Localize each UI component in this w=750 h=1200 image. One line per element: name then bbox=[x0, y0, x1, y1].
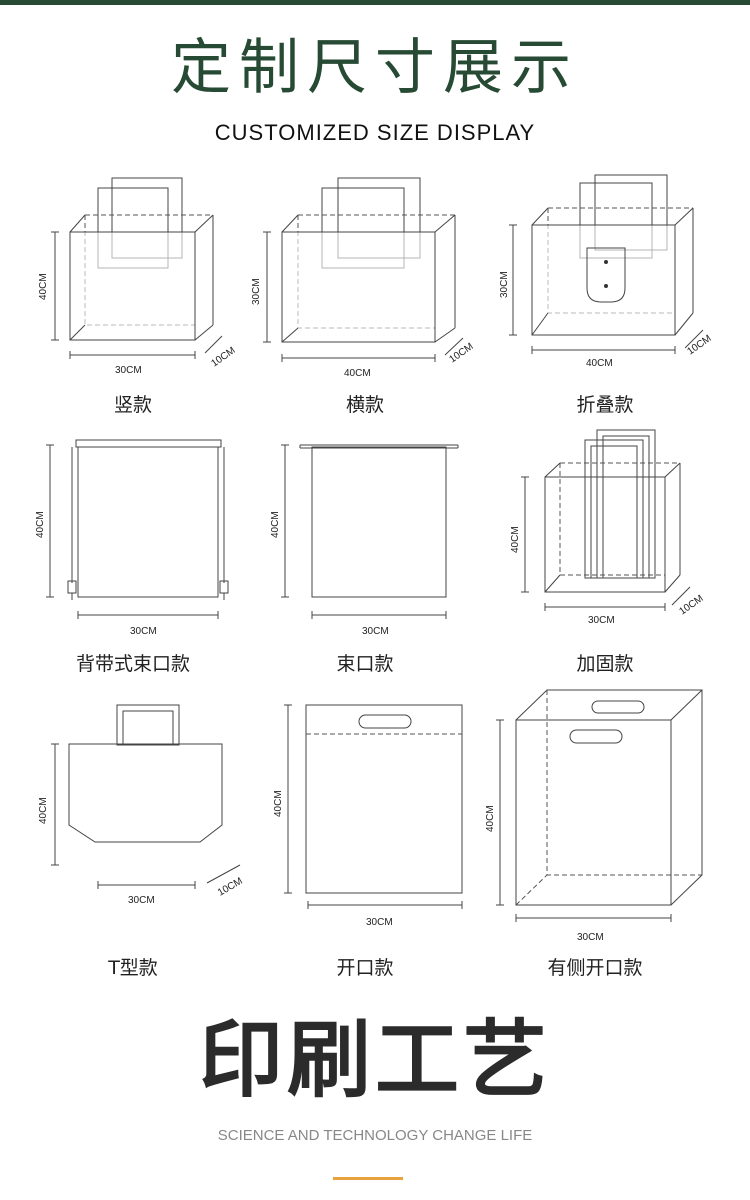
bag-caption: 束口款 bbox=[336, 653, 394, 675]
height-label: 40CM bbox=[510, 526, 521, 553]
section-subtitle: SCIENCE AND TECHNOLOGY CHANGE LIFE bbox=[217, 1127, 533, 1144]
height-label: 40CM bbox=[270, 511, 281, 538]
depth-label: 10CM bbox=[685, 333, 713, 357]
width-label: 30CM bbox=[115, 365, 142, 376]
bag-drawstring-backpack-drawing: 40CM 30CM bbox=[35, 439, 229, 637]
accent-bar bbox=[333, 1177, 403, 1180]
width-label: 30CM bbox=[366, 917, 393, 928]
bag-caption: 横款 bbox=[345, 394, 384, 416]
bag-die-cut-gusset: 40CM 30CM 有侧开口款 bbox=[485, 685, 750, 985]
bag-t-shape-drawing: 40CM 30CM 10CM bbox=[38, 704, 245, 906]
bag-folding-drawing: 30CM 40CM 10CM bbox=[499, 174, 714, 369]
depth-label: 10CM bbox=[447, 341, 475, 365]
bag-caption: 背带式束口款 bbox=[75, 653, 190, 675]
width-label: 40CM bbox=[586, 358, 613, 369]
bag-die-cut-drawing: 40CM 30CM bbox=[273, 704, 463, 928]
bag-vertical-drawing: 40CM 30CM 10CM bbox=[38, 177, 238, 376]
bag-drawstring-drawing: 40CM 30CM bbox=[270, 444, 459, 637]
bag-caption: T型款 bbox=[108, 957, 158, 979]
width-label: 30CM bbox=[128, 895, 155, 906]
section-title: 印刷工艺 bbox=[198, 1011, 551, 1109]
height-label: 40CM bbox=[38, 797, 49, 824]
width-label: 30CM bbox=[588, 615, 615, 626]
height-label: 40CM bbox=[273, 790, 284, 817]
bag-reinforced-drawing: 40CM 30CM 10CM bbox=[510, 429, 706, 626]
depth-label: 10CM bbox=[216, 876, 245, 899]
bag-caption: 有侧开口款 bbox=[547, 957, 643, 979]
bag-drawstring-backpack: 40CM 30CM 背带式束口款 bbox=[0, 435, 250, 680]
height-label: 40CM bbox=[35, 511, 46, 538]
top-bar bbox=[0, 0, 750, 5]
bag-horizontal: 30CM 40CM 10CM 横款 bbox=[250, 170, 500, 430]
bag-caption: 开口款 bbox=[336, 957, 394, 979]
width-label: 30CM bbox=[130, 626, 157, 637]
page-title: 定制尺寸展示 bbox=[171, 33, 579, 103]
bag-folding: 30CM 40CM 10CM 折叠款 bbox=[499, 170, 750, 430]
bag-caption: 折叠款 bbox=[576, 394, 634, 416]
width-label: 30CM bbox=[362, 626, 389, 637]
height-label: 40CM bbox=[38, 273, 49, 300]
height-label: 30CM bbox=[499, 271, 510, 298]
height-label: 30CM bbox=[251, 278, 262, 305]
bag-die-cut: 40CM 30CM 开口款 bbox=[250, 700, 500, 985]
bag-t-shape: 40CM 30CM 10CM T型款 bbox=[0, 700, 250, 985]
bag-horizontal-drawing: 30CM 40CM 10CM bbox=[251, 177, 476, 379]
bag-caption: 竖款 bbox=[113, 394, 152, 416]
depth-label: 10CM bbox=[677, 593, 705, 617]
bag-drawstring: 40CM 30CM 束口款 bbox=[250, 435, 500, 680]
width-label: 30CM bbox=[577, 932, 604, 943]
bag-caption: 加固款 bbox=[576, 653, 634, 675]
depth-label: 10CM bbox=[209, 345, 237, 369]
bag-die-cut-gusset-drawing: 40CM 30CM bbox=[485, 689, 703, 943]
width-label: 40CM bbox=[344, 368, 371, 379]
page-subtitle: CUSTOMIZED SIZE DISPLAY bbox=[214, 120, 536, 145]
bag-reinforced: 40CM 30CM 10CM 加固款 bbox=[500, 425, 750, 680]
height-label: 40CM bbox=[485, 805, 496, 832]
bag-vertical: 40CM 30CM 10CM 竖款 bbox=[0, 170, 250, 430]
